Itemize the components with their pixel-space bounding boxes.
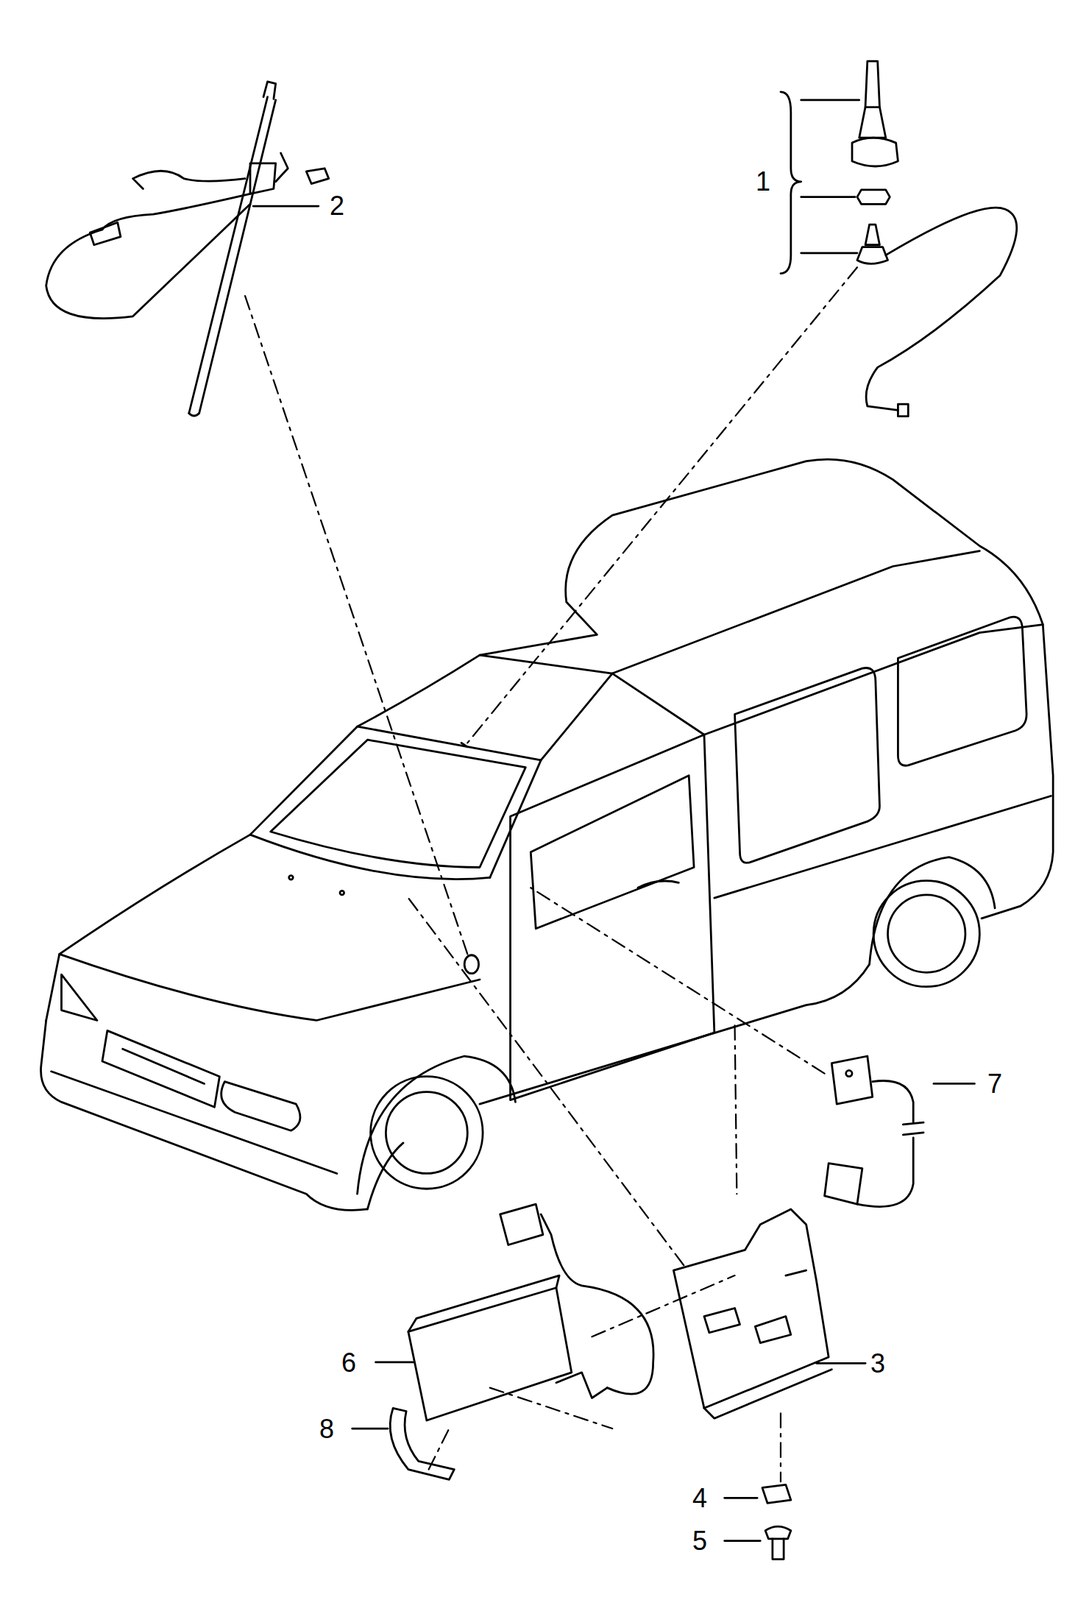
van-body	[41, 459, 1054, 1210]
callout-number: 5	[692, 1527, 708, 1555]
roof-antenna	[780, 61, 1017, 416]
switch-harness	[824, 1055, 975, 1207]
callout-number: 2	[329, 192, 345, 220]
mounting-bracket	[673, 1208, 866, 1418]
pillar-antenna	[46, 81, 329, 416]
amplifier-unit	[375, 1203, 655, 1421]
callout-number: 6	[341, 1349, 357, 1376]
callout-number: 1	[755, 168, 771, 195]
fasteners	[724, 1484, 791, 1559]
callout-number: 7	[987, 1070, 1003, 1098]
assembly-lines	[245, 267, 858, 1482]
callout-number: 3	[870, 1350, 886, 1377]
callout-number: 8	[319, 1415, 335, 1443]
strap	[352, 1407, 455, 1479]
callout-number: 4	[692, 1484, 708, 1512]
